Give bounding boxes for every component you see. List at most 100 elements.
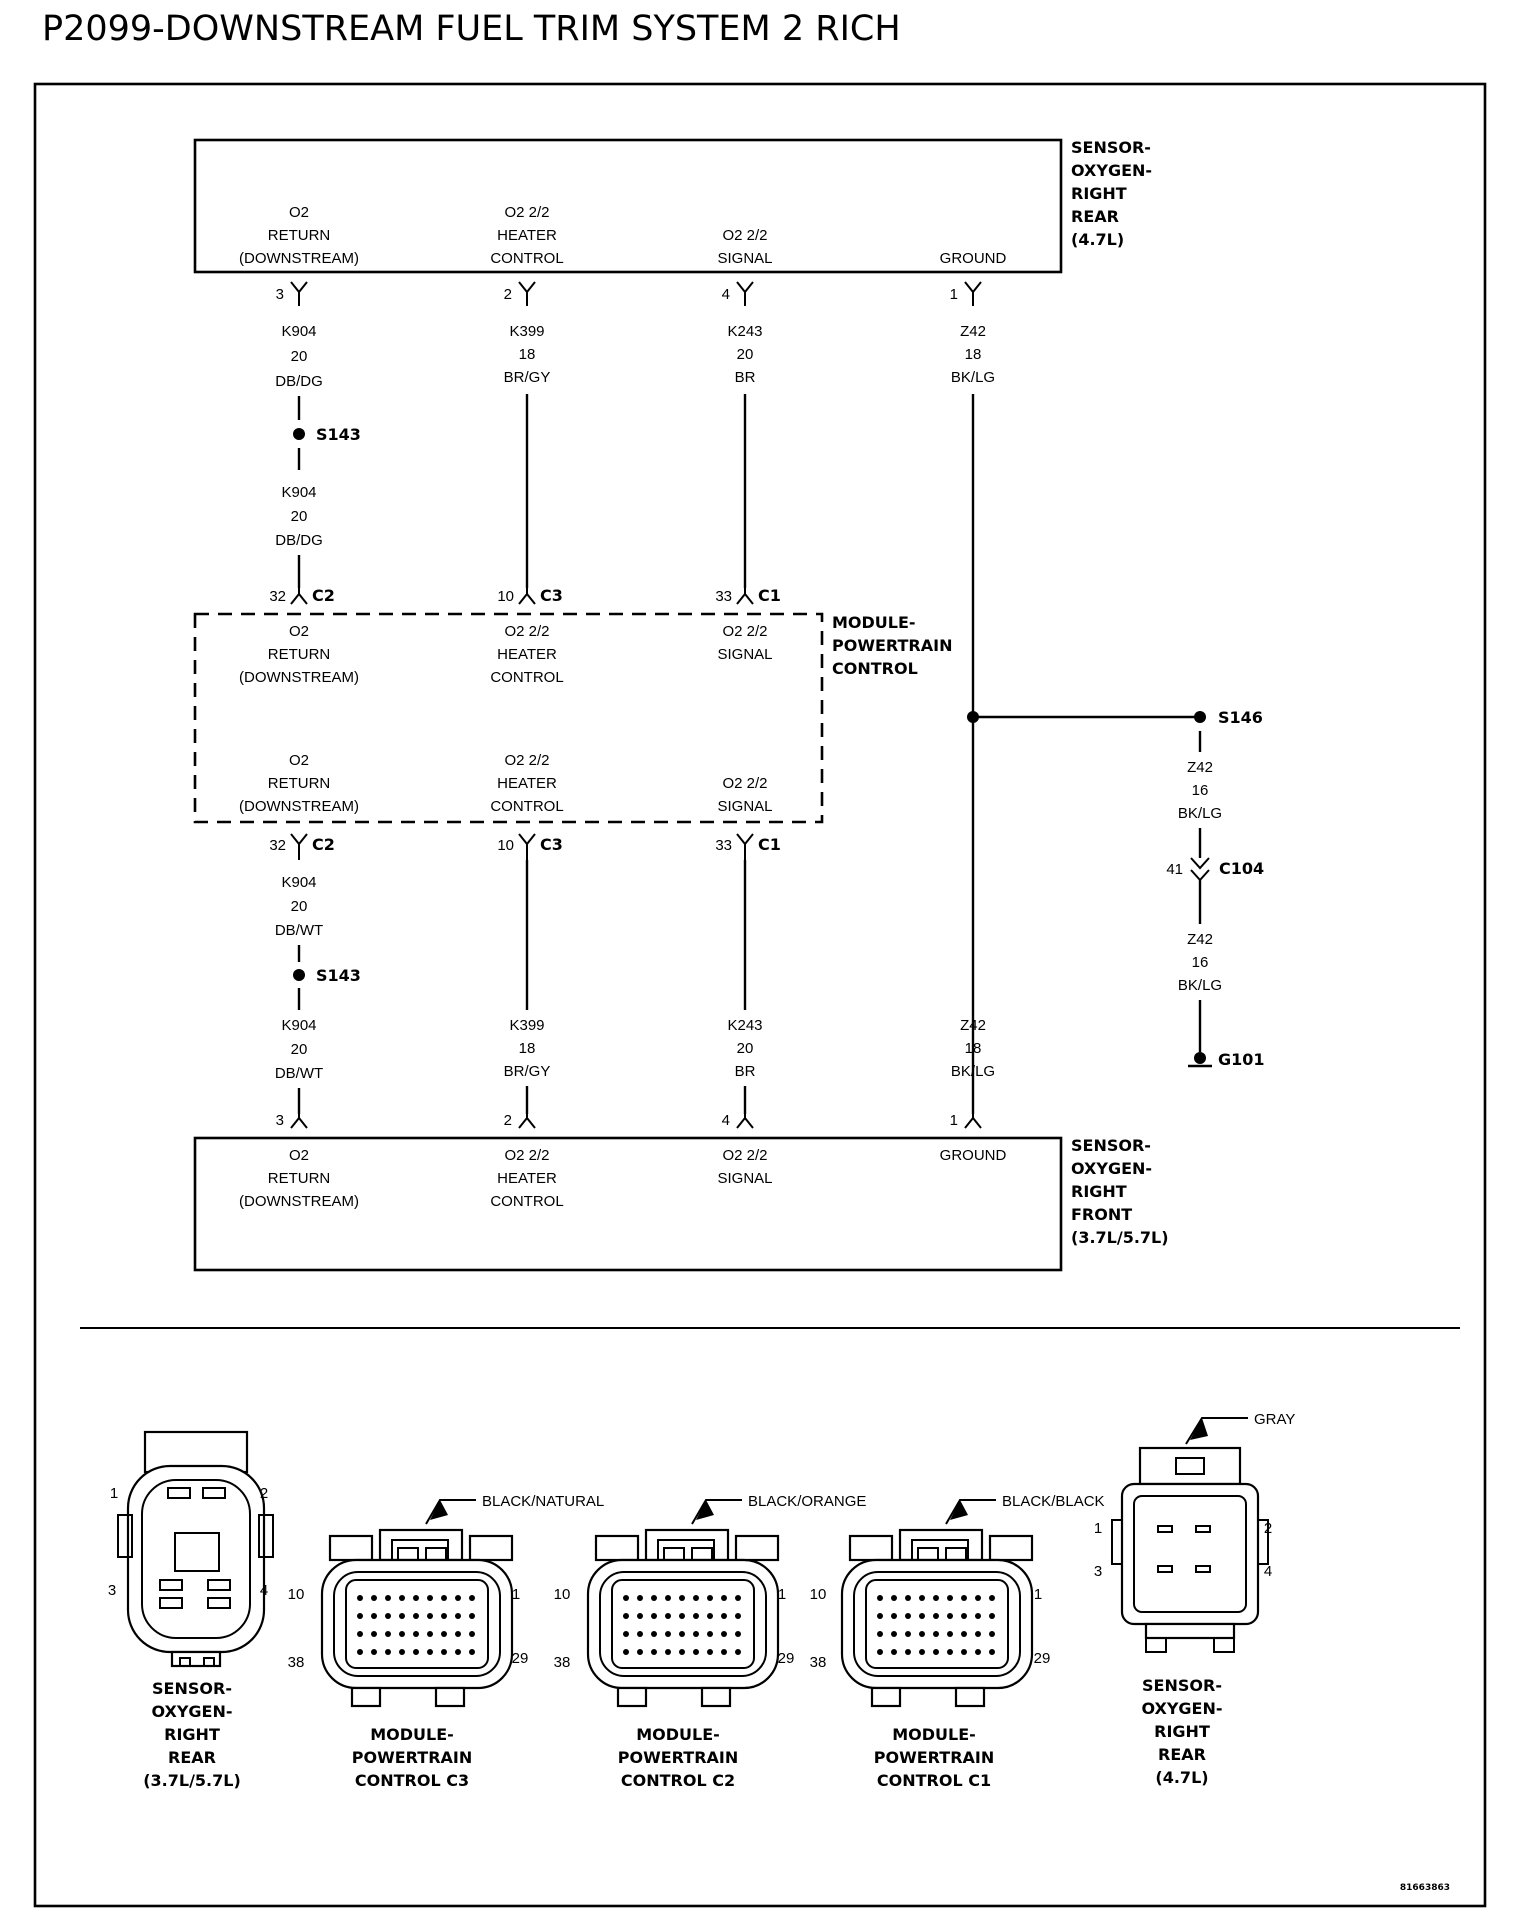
svg-text:18: 18: [965, 346, 982, 363]
sensor-front-terminals: 3 2 4 1: [276, 1112, 982, 1129]
svg-text:O2 2/2: O2 2/2: [504, 623, 549, 640]
connector-view-pcm-c1: BLACK/BLACK 10 1 38 29 MODULE- POWERTRAI…: [810, 1493, 1105, 1790]
svg-text:DB/DG: DB/DG: [275, 373, 323, 390]
svg-text:O2 2/2: O2 2/2: [722, 1147, 767, 1164]
svg-text:GROUND: GROUND: [940, 250, 1007, 267]
svg-text:(DOWNSTREAM): (DOWNSTREAM): [239, 669, 359, 686]
svg-text:29: 29: [512, 1650, 529, 1667]
svg-text:Z42: Z42: [1187, 759, 1213, 776]
svg-text:BLACK/NATURAL: BLACK/NATURAL: [482, 1493, 604, 1510]
svg-text:SIGNAL: SIGNAL: [717, 646, 772, 663]
svg-text:CONTROL C1: CONTROL C1: [877, 1771, 991, 1790]
svg-text:RETURN: RETURN: [268, 775, 331, 792]
svg-text:20: 20: [291, 1041, 308, 1058]
svg-text:O2 2/2: O2 2/2: [504, 752, 549, 769]
wire-labels-bottom: K399 18 BR/GY K243 20 BR Z42 18 BK/LG: [504, 1017, 995, 1080]
page-title: P2099-DOWNSTREAM FUEL TRIM SYSTEM 2 RICH: [42, 9, 901, 49]
svg-text:3: 3: [276, 286, 284, 303]
svg-text:REAR: REAR: [1158, 1745, 1206, 1764]
svg-text:BK/LG: BK/LG: [1178, 805, 1222, 822]
svg-text:Z42: Z42: [960, 323, 986, 340]
svg-text:RIGHT: RIGHT: [1071, 1182, 1127, 1201]
svg-text:C1: C1: [758, 586, 781, 605]
svg-text:GRAY: GRAY: [1254, 1411, 1295, 1428]
svg-text:29: 29: [778, 1650, 795, 1667]
svg-text:SIGNAL: SIGNAL: [717, 798, 772, 815]
svg-text:SENSOR-: SENSOR-: [1071, 1136, 1151, 1155]
svg-text:SIGNAL: SIGNAL: [717, 250, 772, 267]
svg-text:(DOWNSTREAM): (DOWNSTREAM): [239, 798, 359, 815]
svg-text:Z42: Z42: [960, 1017, 986, 1034]
wire-k904-top: K904 20 DB/DG: [275, 396, 323, 588]
svg-text:HEATER: HEATER: [497, 646, 557, 663]
diagram-frame: [33, 82, 1487, 1908]
svg-text:CONTROL C2: CONTROL C2: [621, 1771, 735, 1790]
svg-text:O2: O2: [289, 752, 309, 769]
svg-text:RETURN: RETURN: [268, 646, 331, 663]
svg-text:O2 2/2: O2 2/2: [722, 227, 767, 244]
svg-text:BR/GY: BR/GY: [504, 369, 551, 386]
svg-text:16: 16: [1192, 954, 1209, 971]
svg-text:DB/WT: DB/WT: [275, 1065, 323, 1082]
svg-text:3: 3: [108, 1582, 116, 1599]
svg-text:BLACK/BLACK: BLACK/BLACK: [1002, 1493, 1105, 1510]
svg-text:OXYGEN-: OXYGEN-: [151, 1702, 232, 1721]
svg-text:SENSOR-: SENSOR-: [152, 1679, 232, 1698]
svg-text:O2 2/2: O2 2/2: [722, 623, 767, 640]
splice-s146: S146: [967, 708, 1263, 727]
svg-text:REAR: REAR: [1071, 207, 1119, 226]
svg-text:20: 20: [291, 508, 308, 525]
svg-text:K399: K399: [509, 323, 544, 340]
pcm-dashed-box: [193, 612, 824, 824]
svg-text:38: 38: [554, 1654, 571, 1671]
svg-text:O2 2/2: O2 2/2: [504, 204, 549, 221]
svg-text:20: 20: [737, 1040, 754, 1057]
svg-text:2: 2: [504, 286, 512, 303]
svg-text:4: 4: [260, 1582, 268, 1599]
sensor-front-box: [193, 1136, 1063, 1272]
svg-text:OXYGEN-: OXYGEN-: [1141, 1699, 1222, 1718]
svg-text:1: 1: [950, 286, 958, 303]
svg-text:POWERTRAIN: POWERTRAIN: [618, 1748, 738, 1767]
svg-text:(4.7L): (4.7L): [1155, 1768, 1208, 1787]
svg-text:CONTROL: CONTROL: [490, 669, 563, 686]
wire-labels-top: K904 20 DB/DG K399 18 BR/GY K243 20 BR Z…: [275, 323, 995, 390]
svg-text:SENSOR-: SENSOR-: [1071, 138, 1151, 157]
svg-text:BR: BR: [735, 1063, 756, 1080]
pcm-bottom-terminals: 32 C2 10 C3 33 C1: [269, 833, 781, 860]
pcm-pin-labels-lower: O2 RETURN (DOWNSTREAM) O2 2/2 HEATER CON…: [239, 752, 773, 815]
svg-text:20: 20: [291, 898, 308, 915]
svg-text:32: 32: [269, 588, 286, 605]
svg-text:1: 1: [110, 1485, 118, 1502]
svg-text:16: 16: [1192, 782, 1209, 799]
svg-text:3: 3: [276, 1112, 284, 1129]
svg-text:MODULE-: MODULE-: [370, 1725, 454, 1744]
svg-text:O2: O2: [289, 1147, 309, 1164]
svg-text:C104: C104: [1219, 859, 1264, 878]
splice-s143-bottom-label: S143: [316, 966, 361, 985]
svg-text:K243: K243: [727, 323, 762, 340]
svg-text:2: 2: [1264, 1520, 1272, 1537]
svg-text:CONTROL: CONTROL: [490, 250, 563, 267]
svg-text:GROUND: GROUND: [940, 1147, 1007, 1164]
svg-text:C2: C2: [312, 835, 335, 854]
svg-text:10: 10: [288, 1586, 305, 1603]
svg-text:10: 10: [554, 1586, 571, 1603]
svg-text:3: 3: [1094, 1563, 1102, 1580]
svg-text:1: 1: [1034, 1586, 1042, 1603]
svg-text:C2: C2: [312, 586, 335, 605]
svg-text:33: 33: [715, 837, 732, 854]
svg-text:(4.7L): (4.7L): [1071, 230, 1124, 249]
svg-text:38: 38: [810, 1654, 827, 1671]
connector-view-sensor-rear-37: 1 2 3 4 SENSOR- OXYGEN- RIGHT REAR (3.7L…: [108, 1430, 274, 1790]
svg-text:18: 18: [519, 346, 536, 363]
svg-text:HEATER: HEATER: [497, 1170, 557, 1187]
svg-text:C1: C1: [758, 835, 781, 854]
svg-text:RETURN: RETURN: [268, 1170, 331, 1187]
sensor-rear-47-label: SENSOR- OXYGEN- RIGHT REAR (4.7L): [1071, 138, 1152, 249]
svg-text:4: 4: [722, 286, 730, 303]
svg-text:HEATER: HEATER: [497, 775, 557, 792]
svg-text:MODULE-: MODULE-: [892, 1725, 976, 1744]
svg-text:41: 41: [1166, 861, 1183, 878]
svg-text:10: 10: [497, 588, 514, 605]
